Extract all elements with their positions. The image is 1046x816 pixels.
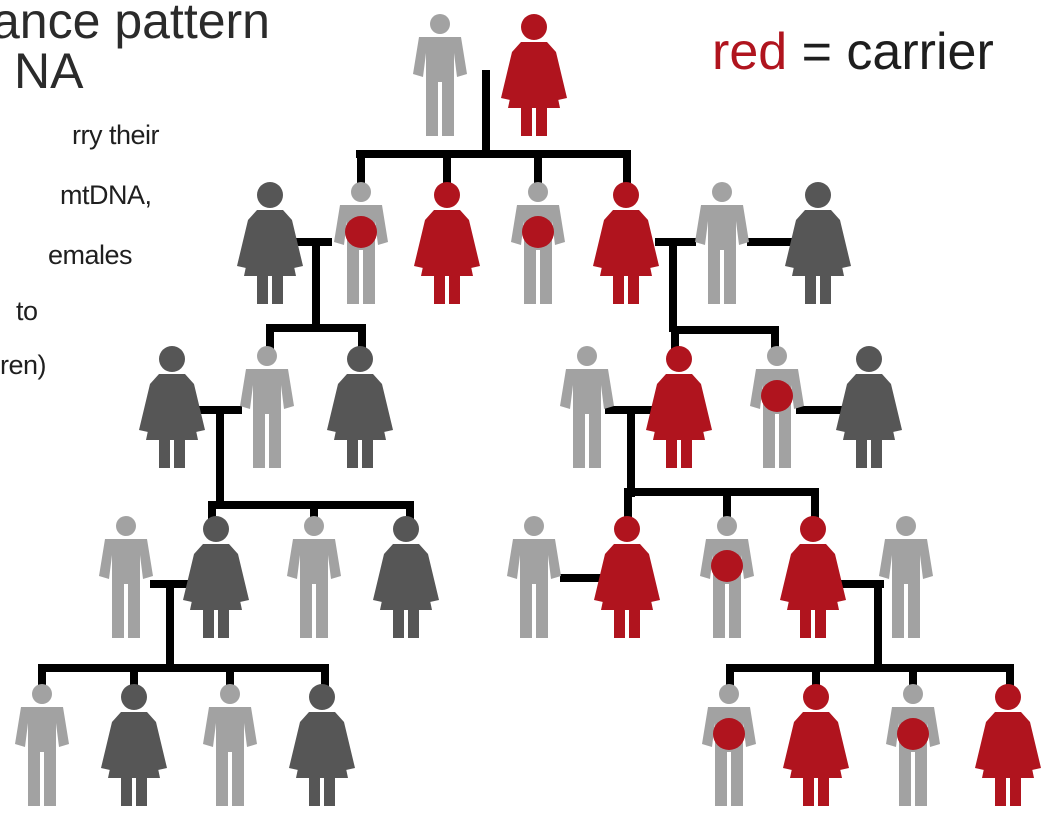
person-gen4-6-female-carrier <box>594 516 660 638</box>
person-gen1-2-female-carrier <box>501 14 567 136</box>
person-gen5-5-male-carrier <box>702 684 756 806</box>
legend: red = carrier <box>712 24 994 80</box>
person-gen3-6-male-carrier <box>750 346 804 468</box>
carrier-mark <box>711 550 743 582</box>
person-gen3-4-male <box>560 346 614 468</box>
person-gen3-5-female-carrier <box>646 346 712 468</box>
diagram-title-line-2: NA <box>14 43 84 99</box>
person-gen4-9-male <box>879 516 933 638</box>
legend-color-word: red <box>712 23 788 81</box>
caption-line-1: rry their <box>72 120 160 150</box>
person-gen3-2-male <box>240 346 294 468</box>
person-gen5-1-male <box>15 684 69 806</box>
caption-line-2: mtDNA, <box>60 180 152 210</box>
person-gen2-2-male-carrier <box>334 182 388 304</box>
person-gen4-1-male <box>99 516 153 638</box>
person-gen5-3-male <box>203 684 257 806</box>
person-gen5-4-female <box>289 684 355 806</box>
person-gen4-3-male <box>287 516 341 638</box>
person-gen2-5-female-carrier <box>593 182 659 304</box>
person-gen2-6-male <box>695 182 749 304</box>
person-gen4-8-female-carrier <box>780 516 846 638</box>
person-gen5-2-female <box>101 684 167 806</box>
person-gen2-3-female-carrier <box>414 182 480 304</box>
person-gen2-1-female <box>237 182 303 304</box>
person-gen4-4-female <box>373 516 439 638</box>
person-gen4-5-male <box>507 516 561 638</box>
person-gen1-1-male <box>413 14 467 136</box>
person-gen2-4-male-carrier <box>511 182 565 304</box>
person-gen5-7-male-carrier <box>886 684 940 806</box>
carrier-mark <box>345 216 377 248</box>
carrier-mark <box>761 380 793 412</box>
caption-line-5: ren) <box>0 350 47 380</box>
person-gen3-3-female <box>327 346 393 468</box>
caption-line-4: to <box>16 296 38 326</box>
person-gen4-7-male-carrier <box>700 516 754 638</box>
person-gen4-2-female <box>183 516 249 638</box>
caption-line-3: emales <box>48 240 133 270</box>
pedigree-connectors <box>38 70 1014 694</box>
carrier-mark <box>522 216 554 248</box>
person-gen3-7-female <box>836 346 902 468</box>
carrier-mark <box>897 718 929 750</box>
legend-text: = carrier <box>787 23 994 81</box>
diagram-title-line-1: ance pattern <box>0 0 270 49</box>
person-gen5-6-female-carrier <box>783 684 849 806</box>
person-gen3-1-female <box>139 346 205 468</box>
person-gen5-8-female-carrier <box>975 684 1041 806</box>
person-gen2-7-female <box>785 182 851 304</box>
carrier-mark <box>713 718 745 750</box>
